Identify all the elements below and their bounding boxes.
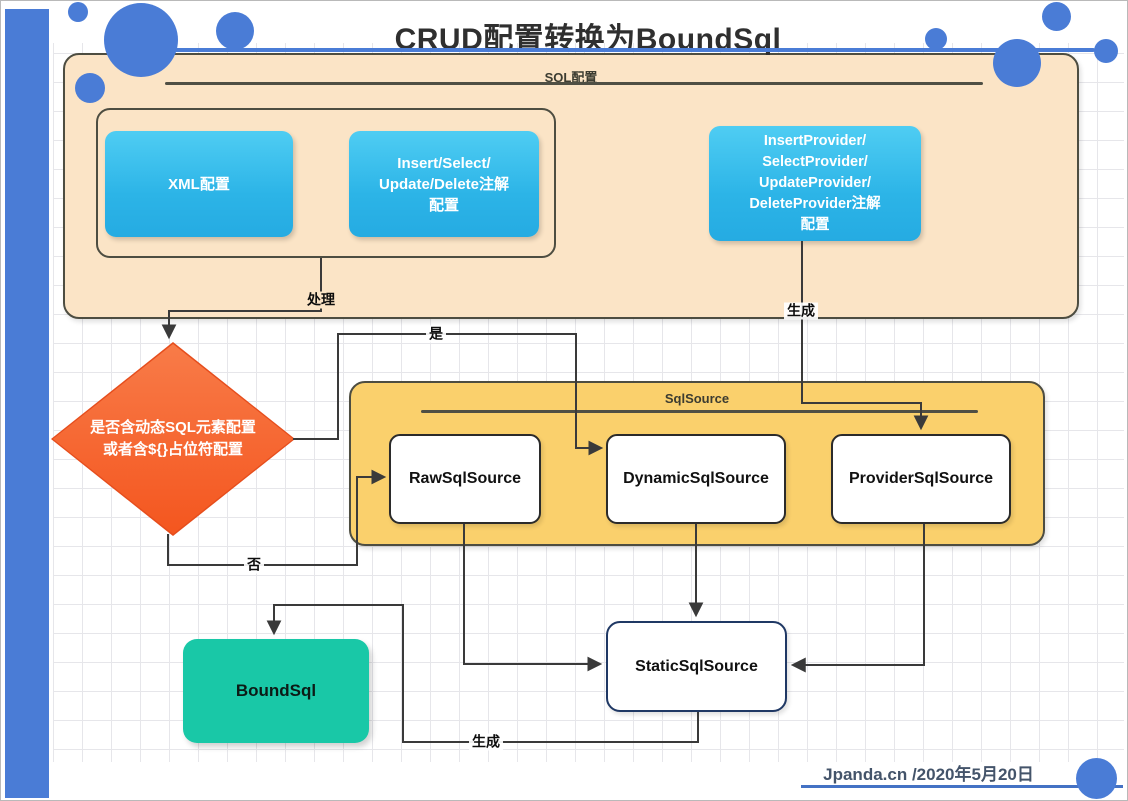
decor-circle: [1042, 2, 1071, 31]
edge-label-no: 否: [244, 556, 264, 574]
decor-circle: [925, 28, 947, 50]
annotation-line: Insert/Select/: [397, 154, 491, 172]
provider-line: SelectProvider/: [762, 154, 868, 170]
edge-label-generate-bottom: 生成: [469, 733, 503, 751]
top-accent-line: [159, 48, 1095, 52]
node-raw-sqlsource: RawSqlSource: [389, 434, 541, 524]
annotation-line: 配置: [428, 196, 459, 214]
provider-line: 配置: [800, 217, 830, 233]
decor-circle: [1094, 39, 1118, 63]
sql-config-panel-label: SQL配置: [544, 70, 598, 85]
left-accent-bar: [5, 9, 49, 798]
config-inner-group: [96, 108, 556, 258]
decision-line: 是否含动态SQL元素配置: [90, 419, 256, 436]
decor-circle: [1076, 758, 1117, 799]
raw-sqlsource-label: RawSqlSource: [408, 470, 522, 487]
node-xml-config: XML配置: [105, 131, 293, 237]
node-provider-config: InsertProvider/ SelectProvider/ UpdatePr…: [709, 126, 921, 241]
footer-credit: Jpanda.cn /2020年5月20日: [823, 765, 1034, 784]
provider-sqlsource-label: ProviderSqlSource: [848, 470, 994, 487]
decor-circle: [75, 73, 105, 103]
sqlsource-panel-label: SqlSource: [664, 391, 730, 406]
footer-underline: [801, 785, 1123, 788]
node-provider-sqlsource: ProviderSqlSource: [831, 434, 1011, 524]
node-boundsql: BoundSql: [183, 639, 369, 743]
sql-config-underline: [165, 82, 983, 85]
decision-line: 或者含${}占位符配置: [102, 441, 244, 458]
provider-line: InsertProvider/: [763, 133, 867, 149]
node-xml-config-label: XML配置: [168, 175, 230, 193]
provider-line: UpdateProvider/: [759, 175, 871, 191]
decor-circle: [993, 39, 1041, 87]
edge-label-yes: 是: [426, 325, 446, 343]
decor-circle: [216, 12, 254, 50]
edge-label-generate-top: 生成: [784, 302, 818, 320]
annotation-line: Update/Delete注解: [378, 175, 510, 193]
node-static-sqlsource: StaticSqlSource: [606, 621, 787, 712]
node-dynamic-sqlsource: DynamicSqlSource: [606, 434, 786, 524]
provider-line: DeleteProvider注解: [749, 196, 881, 212]
dynamic-sqlsource-label: DynamicSqlSource: [623, 470, 769, 487]
decor-circle: [68, 2, 88, 22]
static-sqlsource-label: StaticSqlSource: [635, 657, 758, 675]
node-annotation-config: Insert/Select/ Update/Delete注解 配置: [349, 131, 539, 237]
decor-circle: [104, 3, 178, 77]
boundsql-label: BoundSql: [235, 681, 317, 700]
edge-label-process: 处理: [304, 291, 338, 309]
sqlsource-underline: [421, 410, 978, 413]
